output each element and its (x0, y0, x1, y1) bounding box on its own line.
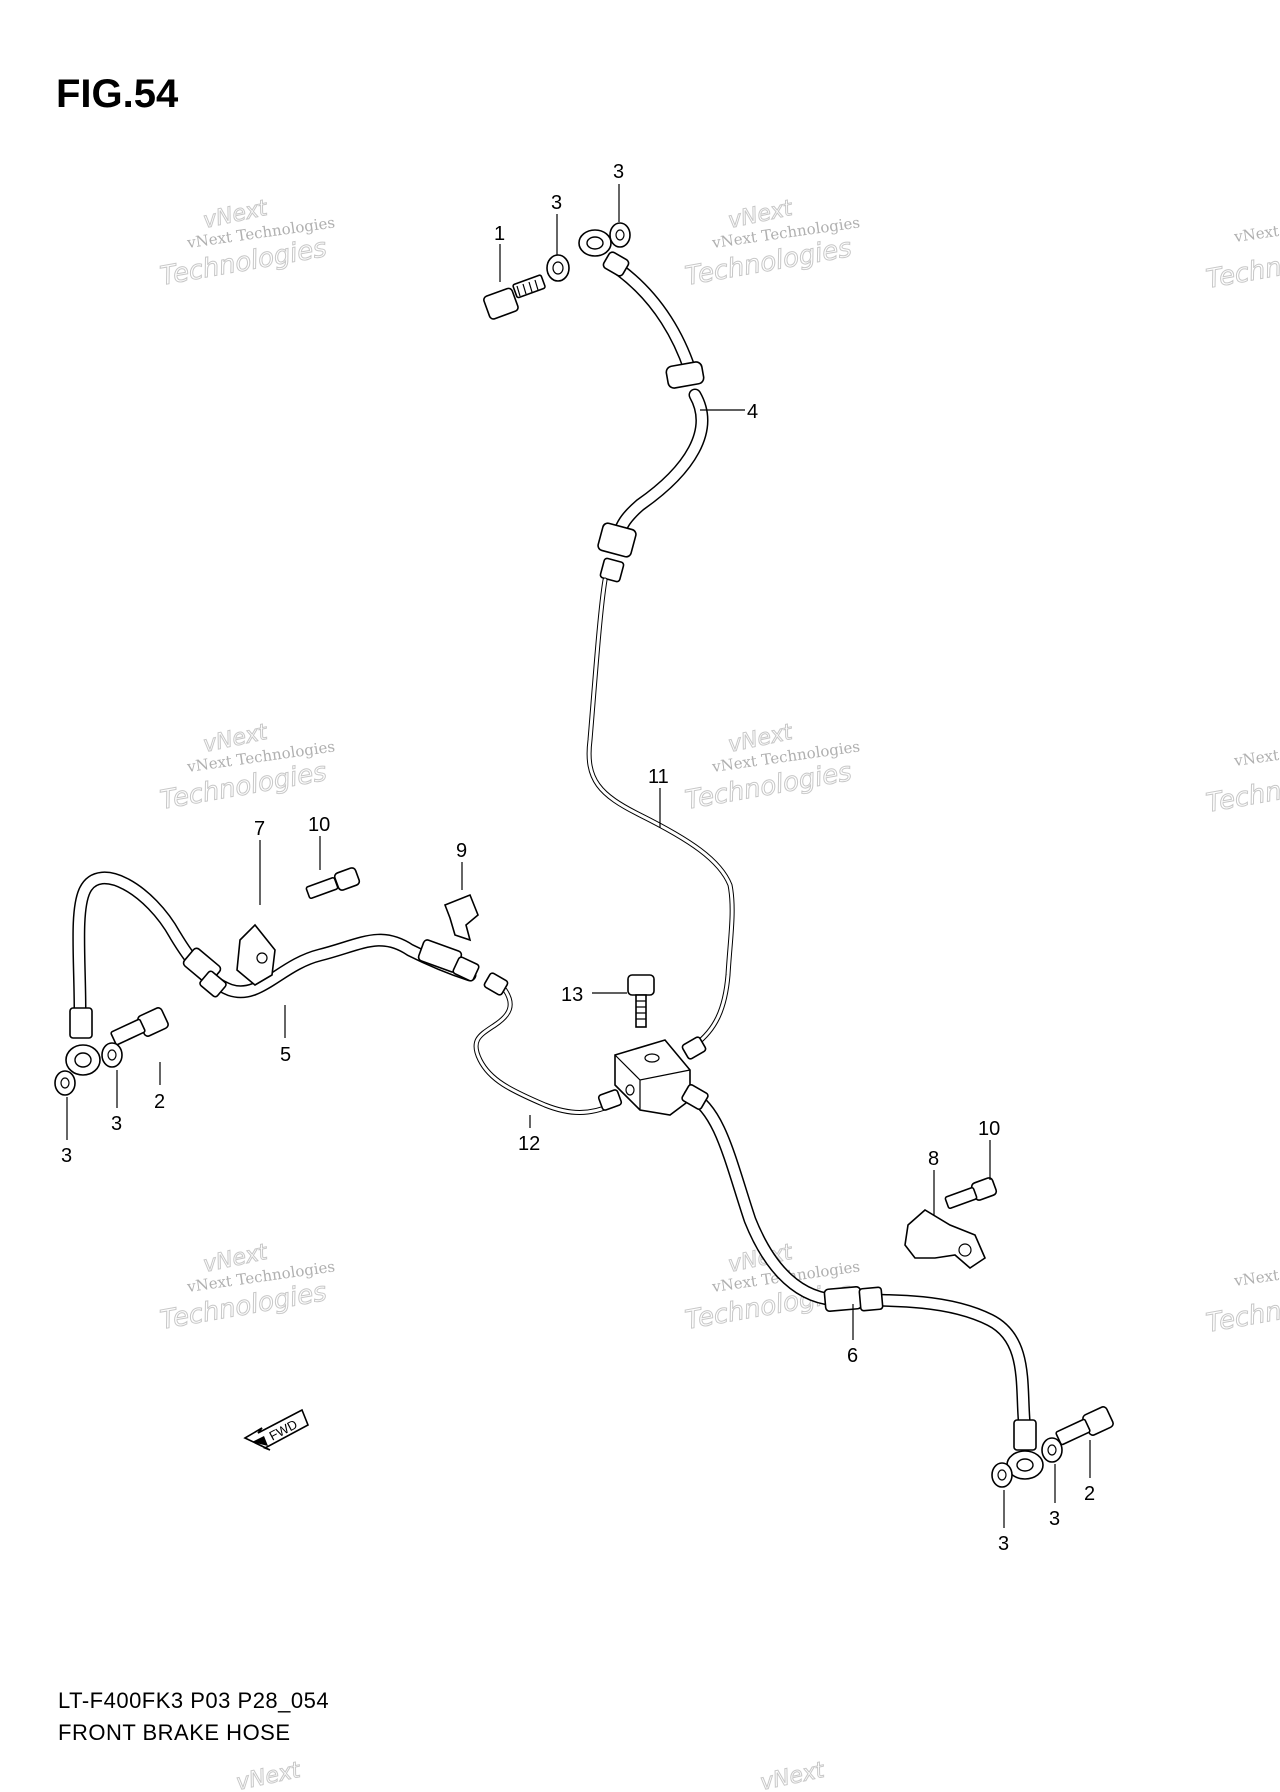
callout-2: 2 (154, 1091, 165, 1113)
washer-top-right (609, 222, 631, 248)
washer-right-outer (991, 1462, 1013, 1488)
banjo-bolt-right (1055, 1406, 1114, 1446)
callout-13: 13 (561, 984, 583, 1006)
figure-title: FIG.54 (56, 72, 179, 116)
callout-5: 5 (280, 1044, 291, 1066)
model-code: LT-F400FK3 P03 P28_054 (58, 1688, 330, 1713)
junction-block (614, 1039, 691, 1116)
callout-1: 1 (494, 223, 505, 245)
watermark-tile-edge: vNext Technologies Technologies vNext Te… (1204, 207, 1280, 1339)
watermark-tile: vNext vNext Technologies Technologies (158, 1239, 337, 1336)
callout-8: 8 (928, 1148, 939, 1170)
washer-left-outer (54, 1070, 76, 1096)
svg-text:vNext Technologies: vNext Technologies (1232, 1251, 1280, 1290)
banjo-bolt-left (110, 1007, 169, 1046)
callout-3: 3 (613, 161, 624, 183)
callout-11: 11 (648, 766, 669, 788)
callout-3: 3 (61, 1145, 72, 1167)
callout-3: 3 (998, 1533, 1009, 1555)
callout-10: 10 (978, 1118, 1000, 1140)
right-brake-hose (681, 1084, 1044, 1480)
callout-3: 3 (551, 192, 562, 214)
forward-direction-arrow: FWD (243, 1408, 310, 1451)
washer-left-inner (101, 1042, 123, 1068)
leader-lines (66, 184, 1091, 1528)
washer-top-left (546, 254, 570, 282)
bolt-clamp-right (944, 1177, 998, 1210)
washer-right-inner (1041, 1437, 1063, 1463)
svg-text:vNext: vNext (758, 1758, 828, 1792)
callout-6: 6 (847, 1345, 858, 1367)
watermark-group: vNext vNext Technologies Technologies vN… (158, 195, 1280, 1792)
clamp-right (904, 1209, 987, 1270)
callout-7: 7 (254, 818, 265, 840)
callout-labels: 1 3 3 4 11 7 10 9 5 2 3 3 13 12 10 8 6 2… (61, 161, 1095, 1555)
clamp-left (236, 923, 276, 986)
left-brake-hose (65, 871, 480, 1076)
watermark-tile: vNext vNext Technologies Technologies (158, 719, 337, 816)
watermark-tile: vNext vNext Technologies Technologies (683, 195, 862, 292)
watermark-tile-bottom: vNext vNext (234, 1757, 829, 1792)
callout-4: 4 (747, 401, 758, 423)
hose-clip (443, 893, 479, 942)
callout-9: 9 (456, 840, 467, 862)
bolt-clamp-left (305, 867, 361, 900)
svg-text:vNext Technologies: vNext Technologies (1232, 207, 1280, 246)
junction-bolt (627, 974, 655, 1028)
callout-12: 12 (518, 1133, 540, 1155)
callout-2: 2 (1084, 1483, 1095, 1505)
svg-text:vNext Technologies: vNext Technologies (1232, 731, 1280, 770)
callout-10: 10 (308, 814, 330, 836)
brake-pipe-lower (473, 972, 623, 1115)
callout-3: 3 (111, 1113, 122, 1135)
watermark-tile: vNext vNext Technologies Technologies (158, 195, 337, 292)
diagram-name: FRONT BRAKE HOSE (58, 1720, 291, 1745)
brake-pipe-upper (586, 577, 735, 1060)
fwd-label: FWD (267, 1416, 300, 1443)
watermark-tile: vNext vNext Technologies Technologies (683, 719, 862, 816)
callout-3: 3 (1049, 1508, 1060, 1530)
upper-brake-hose (578, 229, 709, 583)
svg-text:vNext: vNext (234, 1758, 304, 1792)
banjo-bolt-top (483, 274, 546, 320)
